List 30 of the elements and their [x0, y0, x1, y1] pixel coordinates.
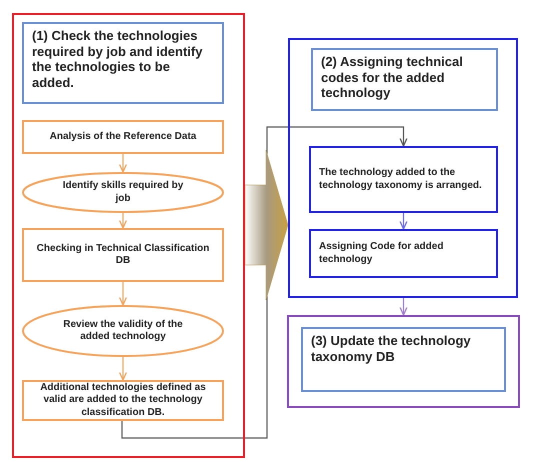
- process-box: [22, 228, 224, 282]
- heading-box: [22, 22, 224, 104]
- process-ellipse: [22, 305, 224, 357]
- heading-text: (3) Update the technology taxonomy DB: [311, 333, 472, 364]
- arrow: [400, 213, 408, 230]
- process-box: [22, 120, 224, 154]
- arrow: [119, 154, 127, 173]
- step-text: Additional technologies defined as valid are added to the technology classification DB.: [39, 382, 207, 420]
- heading-text: (1) Check the technologies required by job and identify the technologies to be added.: [32, 28, 204, 90]
- step-text: Checking in Technical Classification DB: [36, 242, 210, 268]
- arrow: [119, 282, 127, 306]
- process-box: [22, 380, 224, 421]
- process-ellipse: [22, 172, 224, 213]
- heading-box: [311, 48, 498, 111]
- step-text: Identify skills required by job: [62, 180, 184, 205]
- arrow: [119, 213, 127, 229]
- group-panel: [287, 315, 520, 408]
- step-text: Review the validity of the added technology: [62, 318, 184, 344]
- group-panel: [12, 13, 245, 458]
- process-box: [309, 146, 498, 213]
- block-arrow: [244, 150, 288, 300]
- arrow: [119, 357, 127, 381]
- arrow: [400, 298, 408, 316]
- heading-text: (2) Assigning technical codes for the added technology: [321, 54, 464, 101]
- step-text: The technology added to the technology taxonomy is arranged.: [319, 167, 483, 192]
- process-box: [309, 229, 498, 278]
- step-text: Assigning Code for added technology: [319, 241, 444, 266]
- step-text: Analysis of the Reference Data: [50, 130, 196, 144]
- group-panel: [288, 38, 518, 298]
- heading-box: [301, 327, 506, 392]
